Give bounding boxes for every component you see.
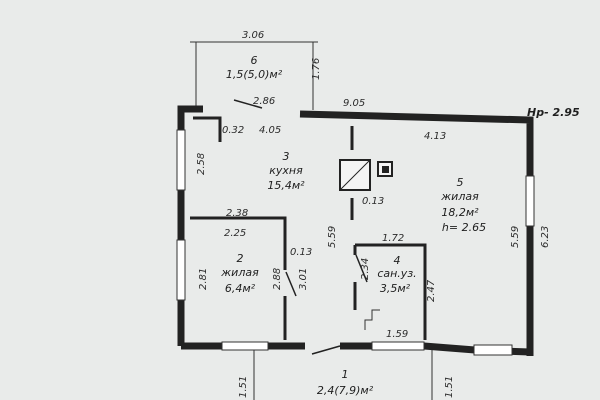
room-6-number: 6 (251, 54, 258, 67)
dim-172: 1.72 (382, 233, 404, 244)
dim-405: 4.05 (259, 125, 281, 136)
room-1-outline (253, 350, 433, 400)
door-room-2 (285, 271, 297, 297)
dim-room6-depth: 1.76 (311, 58, 322, 80)
dim-301: 3.01 (298, 268, 309, 290)
room-3-number: 3 (283, 150, 290, 163)
windows (176, 129, 535, 356)
height-mark: Нр- 2.95 (527, 106, 580, 119)
window-right (525, 175, 535, 227)
dim-159: 1.59 (386, 329, 408, 340)
dim-225: 2.25 (224, 228, 246, 239)
doors (233, 99, 368, 355)
room-1-number: 1 (342, 368, 349, 381)
dim-623: 6.23 (540, 226, 551, 248)
room-2-number: 2 (237, 252, 244, 265)
dim-151a: 1.51 (238, 376, 249, 398)
room-5-number: 5 (457, 176, 464, 189)
room-5-area: 18,2м² (441, 206, 479, 219)
dim-234: 2.34 (360, 258, 371, 280)
room-2-area: 6,4м² (225, 282, 256, 295)
window-left-bottom (176, 239, 186, 301)
room-6-label: 6 1,5(5,0)м² (226, 54, 283, 81)
room-5-name: жилая (440, 190, 479, 203)
room-3-name: кухня (269, 164, 303, 177)
dim-258: 2.58 (196, 153, 207, 175)
dim-032: 0.32 (222, 125, 244, 136)
room-5-label: 5 жилая 18,2м² h= 2.65 (440, 176, 486, 234)
room-6-outline (190, 41, 318, 110)
window-bottom-left (221, 341, 269, 351)
dim-281: 2.81 (198, 268, 209, 290)
window-bottom-right (371, 341, 425, 351)
dim-013a: 0.13 (362, 196, 384, 207)
room-5-height: h= 2.65 (442, 221, 486, 234)
interior-walls (190, 126, 427, 340)
window-left-top (176, 129, 186, 191)
door-room-6 (233, 99, 263, 109)
room-1-area: 2,4(7,9)м² (317, 384, 374, 397)
room-2-name: жилая (220, 266, 259, 279)
room-3-area: 15,4м² (267, 179, 305, 192)
room-4-label: 4 сан.уз. 3,5м² (377, 254, 416, 295)
dim-559b: 5.59 (510, 226, 521, 248)
room-2-label: 2 жилая 6,4м² (220, 252, 259, 295)
window-bottom-far (473, 344, 513, 356)
dim-238: 2.38 (226, 208, 248, 219)
door-room-1 (311, 345, 341, 355)
room-4-area: 3,5м² (380, 282, 411, 295)
dim-151b: 1.51 (444, 376, 455, 398)
dim-559a: 5.59 (327, 226, 338, 248)
dim-905: 9.05 (343, 98, 365, 109)
room-4-number: 4 (394, 254, 401, 267)
room-4-name: сан.уз. (377, 267, 416, 280)
dim-288: 2.88 (272, 268, 283, 290)
dim-013b: 0.13 (290, 247, 312, 258)
dim-286: 2.86 (253, 96, 275, 107)
room-1-label: 1 2,4(7,9)м² (317, 368, 374, 397)
door-room-4 (355, 254, 368, 283)
dim-413: 4.13 (424, 131, 446, 142)
room-3-label: 3 кухня 15,4м² (267, 150, 305, 192)
dim-247: 2.47 (426, 279, 437, 302)
dim-top-width: 3.06 (242, 30, 264, 41)
room-6-area: 1,5(5,0)м² (226, 68, 283, 81)
